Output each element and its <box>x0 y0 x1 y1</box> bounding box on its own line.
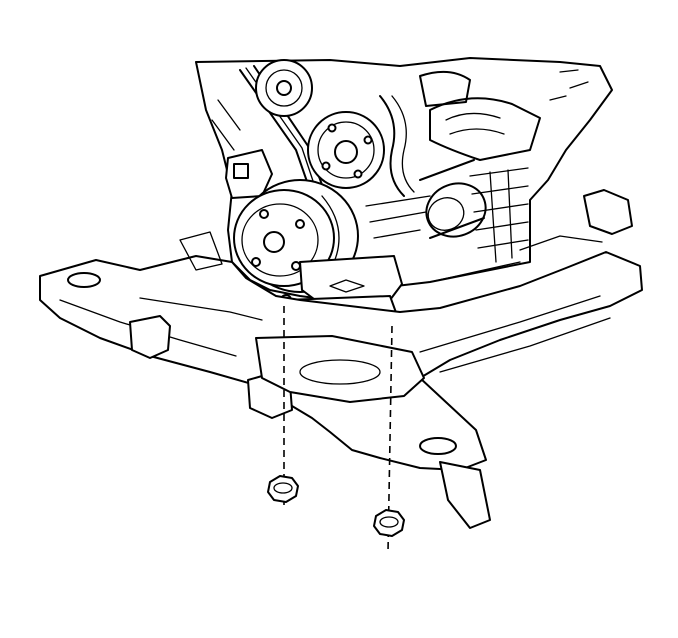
water-pump-pulley <box>307 111 385 189</box>
alignment-line-right <box>387 325 393 553</box>
bracket-left <box>129 315 171 359</box>
crossmember-leg <box>439 461 491 529</box>
crossmember-rail-right <box>419 295 601 353</box>
mount-stud-pad <box>329 279 365 293</box>
idler-pulley-top <box>255 59 313 117</box>
mount-seat-plate <box>255 335 425 403</box>
crossmember-hole-left <box>67 272 101 288</box>
fasteners <box>267 306 405 553</box>
oil-filter <box>419 159 487 239</box>
transmission-casting <box>419 69 589 263</box>
front-crossmember <box>39 189 643 529</box>
hose <box>379 95 405 197</box>
hose-inner <box>391 95 415 193</box>
crossmember-rail-right-lower <box>439 317 611 373</box>
mount-seat-recess <box>299 359 381 385</box>
bracket-top-left <box>179 231 223 271</box>
crossmember-flange-mid <box>139 297 263 321</box>
nut-right <box>373 509 405 537</box>
engine-detail-lines <box>365 195 431 239</box>
crossmember-hole-right <box>419 437 457 455</box>
rear-tower <box>583 189 633 235</box>
crossmember-rear-rail <box>429 235 603 283</box>
engine-assembly <box>195 57 613 301</box>
nut-left <box>267 475 299 503</box>
